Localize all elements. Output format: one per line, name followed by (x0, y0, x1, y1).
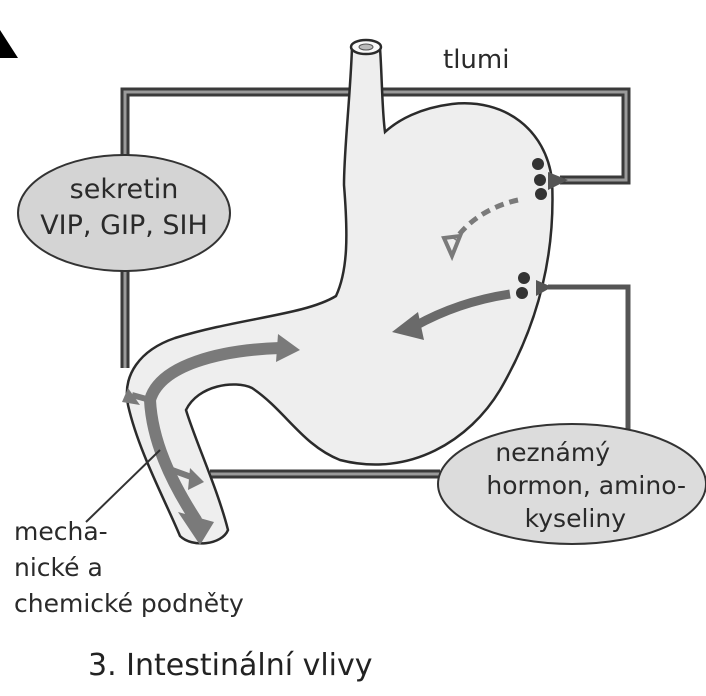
stimuli-label-line3: chemické podněty (14, 589, 244, 618)
inhibition-arrow-head (548, 172, 568, 190)
unknown-hormone-ellipse: neznámý hormon, amino- kyseliny (438, 424, 706, 544)
hormones-ellipse: sekretin VIP, GIP, SIH (18, 155, 230, 271)
unknown-label-line3: kyseliny (525, 504, 627, 533)
stimulation-loop-line (548, 287, 628, 440)
receptor-dot (532, 158, 544, 170)
hormones-label-line2: VIP, GIP, SIH (40, 210, 208, 241)
hormones-label-line1: sekretin (70, 174, 179, 205)
corner-mark (0, 30, 18, 58)
receptor-dot (516, 287, 528, 299)
esophagus-lumen (359, 44, 373, 50)
unknown-label-line1: neznámý (495, 438, 610, 467)
figure-caption: 3. Intestinální vlivy (88, 648, 373, 683)
stimuli-pointer-line (86, 450, 160, 522)
unknown-label-line2: hormon, amino- (486, 471, 686, 500)
stimuli-label-line2: nické a (14, 553, 103, 582)
stimuli-label-line1: mecha- (14, 517, 108, 546)
inhibits-label: tlumi (443, 45, 509, 75)
receptor-dot (535, 188, 547, 200)
receptor-dot (534, 174, 546, 186)
receptor-dot (518, 272, 530, 284)
